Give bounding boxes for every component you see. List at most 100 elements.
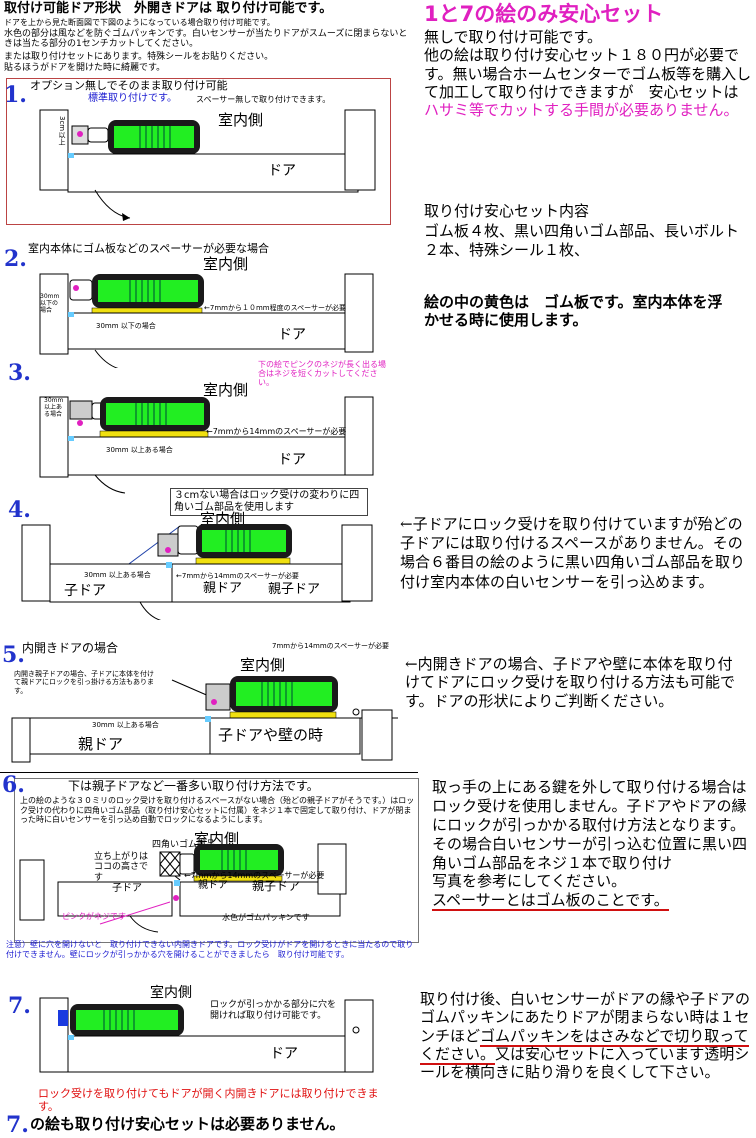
diagram-3-number: 3. [8,360,31,386]
diagram-6-number: 6. [2,772,25,798]
diagram-4-parent-child-door: 親子ドア [268,582,321,597]
diagram-5-inner-note: 内開き親子ドアの場合、子ドアに本体を付けて親ドアにロックを引っ掛ける方法もありま… [14,670,154,695]
diagram-4-parent-door: 親ドア [203,581,243,596]
swing-arrow [94,189,131,219]
diagram-1-standard: 標準取り付けです。 [88,93,177,104]
diagram-7-drawing [39,997,374,1073]
yellow-note: 絵の中の黄色は ゴム板です。室内本体を浮かせる時に使用します。 [424,293,723,329]
header-sub4: 貼るほうがドアを開けた時に綺麗です。 [4,63,166,73]
diagram-2-door: ドア [278,327,306,343]
note-6-photo: 写真を参考にしてください。 [432,872,627,891]
page-title: 取付け可能ドア形状 外開きドアは 取り付け可能です。 [4,1,333,16]
diagram-7-footer-number: 7. [6,1112,29,1138]
screw-pink [77,131,83,137]
diagram-3-gap: 30mm 以上ある場合 [106,446,173,454]
note-7c: 又は安心セットに入っています透明シールを横向きに貼り滑りを良くして下さい。 [420,1044,750,1082]
contents-block: 取り付け安心セット内容 ゴム板４枚、黒い四角いゴム部品、長いボルト２本、特殊シー… [424,202,752,261]
diagram-3-gap-side: 30mm 以上ある場合 [44,397,64,418]
diagram-1-spacer-none: スペーサー無しで取り付けできます。 [196,95,331,104]
right-intro: 無しで取り付け可能です。 他の絵は取り付け安心セット１８０円が必要です。無い場合… [424,28,752,119]
note-7: 取り付け後、白いセンサーがドアの縁や子ドアのゴムパッキンにあたりドアが閉まらない… [420,990,750,1081]
right-p2-pink: ハサミ等でカットする手間が必要ありません。 [424,101,739,120]
diagram-4-number: 4. [8,497,31,523]
wall-hole-blue [58,1010,68,1026]
diagram-3-pink-note: 下の絵でピンクのネジが長く出る場合はネジを短くカットしてください。 [258,360,386,388]
diagram-6-top-line [0,772,418,773]
diagram-6-parent-door: 親ドア [198,880,228,891]
diagram-3-indoor: 室内側 [203,381,249,399]
diagram-7-number: 7. [8,993,31,1019]
note-5: ←内開きドアの場合、子ドアや壁に本体を取り付けてドアにロック受けを取り付ける方法… [405,655,736,710]
note-7a: 取り付け後、白いセンサーがドアの縁や子ドアのゴムパッキンにあたりドアが閉まらない… [420,990,751,1045]
diagram-1-frame [6,78,391,225]
diagram-6-spacer: ←7mmから14mmのスペーサーが必要 [184,871,325,880]
diagram-4-gap: 30mm 以上ある場合 [84,571,151,579]
diagram-6-frame [14,778,419,943]
header-sub3: または取り付けセットにあります。特殊シールをお貼りください。 [4,52,274,62]
diagram-1-drawing [39,109,376,221]
diagram-2-number: 2. [4,246,27,272]
diagram-1-gap: 3cm以上 [58,116,67,146]
diagram-4-drawing [21,524,373,620]
note-7b: ゴムパッキンをはさみなどで切り取ってください。 [420,1026,749,1065]
diagram-6-child-door: 子ドア [112,883,142,894]
diagram-6-packing-label: 水色がゴムパッキンです [222,913,310,922]
diagram-2-gap: 30mm 以下の場合 [96,322,156,330]
sensor [87,127,109,143]
diagram-3-drawing [39,396,374,494]
diagram-7-footer: の絵も取り付け安心セットは必要ありません。 [30,1115,345,1133]
contents-body: ゴム板４枚、黒い四角いゴム部品、長いボルト２本、特殊シール１枚、 [424,221,740,260]
diagram-6-indoor: 室内側 [194,830,240,848]
diagram-4-child-door: 子ドア [64,583,106,599]
diagram-2-indoor: 室内側 [203,255,249,273]
diagram-1-door: ドア [268,163,296,179]
packing [68,153,74,158]
note-4: ←子ドアにロック受けを取り付けていますが殆どの子ドアには取り付けるスペースがあり… [400,515,746,591]
diagram-5-number: 5. [2,642,25,668]
right-p2: 他の絵は取り付け安心セット１８０円が必要です。無い場合ホームセンターでゴム板等を… [424,46,752,101]
diagram-7-hole-note: ロックが引っかかる部分に穴を開ければ取り付け可能です。 [210,1000,337,1021]
diagram-6-screw-label: ピンクがネジです [62,912,126,921]
spacer-yellow [91,307,203,314]
diagram-2-drawing [39,273,374,368]
right-p1: 無しで取り付け可能です。 [424,28,603,46]
diagram-7-door: ドア [270,1046,298,1062]
diagram-5-spacer-top: 7mmから14mmのスペーサーが必要 [272,642,390,650]
door-panel [67,153,359,193]
header-sub1: ドアを上から見た断面図で下図のようになっている場合取り付け可能です。 [4,18,275,27]
diagram-5-drawing [11,676,398,763]
contents-title: 取り付け安心セット内容 [424,202,590,220]
right-title: 1と7の絵のみ安心セット [424,2,664,26]
diagram-5-caption: 内開きドアの場合 [22,641,119,655]
wall-right [344,109,376,191]
unit-green [114,126,194,148]
diagram-2-caption: 室内本体にゴム板などのスペーサーが必要な場合 [28,242,270,255]
diagram-1-number: 1. [4,82,27,108]
diagram-6-caption: 下は親子ドアなど一番多い取り付け方法です。 [68,779,319,793]
diagram-7-caution: 注意）壁に穴を開けないと 取り付けできない内開きドアです。ロック受けがドアを開け… [6,940,414,959]
diagram-3-spacer: ←7mmから14mmのスペーサーが必要 [206,427,347,436]
diagram-5-child-wall: 子ドアや壁の時 [218,726,324,744]
diagram-7-red-note: ロック受けを取り付けてもドアが開く内開きドアには取り付けできます。 [38,1087,379,1114]
diagram-6-drawing [19,843,347,933]
note-6-spacer: スペーサーとはゴム板のことです。 [432,891,669,912]
diagram-5-indoor: 室内側 [240,656,286,674]
note-6-main: 取っ手の上にある鍵を外して取り付ける場合はロック受けを使用しません。子ドアやドア… [432,778,748,872]
diagram-4-indoor: 室内側 [200,510,246,528]
diagram-6-parent-child-door: 親子ドア [252,879,301,893]
diagram-3-door: ドア [278,452,306,468]
diagram-1-indoor: 室内側 [218,111,264,129]
wall-left [39,109,69,191]
diagram-4-box-note: ３cmない場合はロック受けの変わりに四角いゴム部品を使用します [170,488,368,516]
header-sub2: 水色の部分は風などを防ぐゴムパッキンです。白いセンサーが当たりドアがスムーズに閉… [4,29,408,50]
diagram-2-gap-side: 30mm 以下の場合 [40,293,60,314]
diagram-1-caption: オプション無しでそのまま取り付け可能 [30,79,228,92]
diagram-6-note: 上の絵のような３０ミリのロック受けを取り付けるスペースがない場合（殆どの親子ドア… [20,796,415,825]
diagram-7-indoor: 室内側 [150,985,192,1001]
diagram-5-gap: 30mm 以上ある場合 [92,721,159,729]
diagram-6-stand-label: 立ち上がりは ココの高さです [94,852,149,883]
diagram-5-parent-door: 親ドア [78,735,124,753]
diagram-4-spacer: ←7mmから14mmのスペーサーが必要 [176,572,299,580]
diagram-6-rubber-label: 四角いゴム部品 [152,840,216,850]
diagram-2-spacer: ←7mmから１０mm程度のスペーサーが必要 [204,304,346,312]
